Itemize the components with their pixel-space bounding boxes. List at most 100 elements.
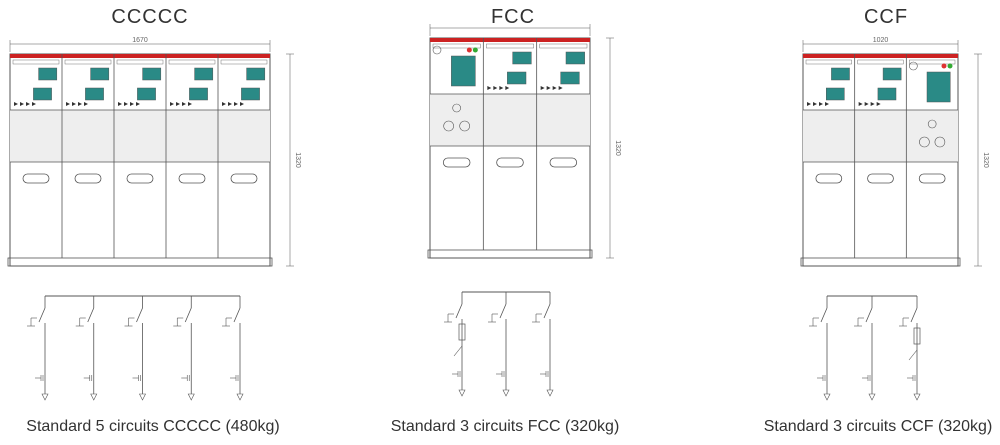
label-strip <box>64 59 112 65</box>
arrow-indicator <box>546 86 551 90</box>
door-handle <box>74 173 102 184</box>
cable-terminal-icon <box>458 389 466 397</box>
switch-indicator-upper <box>142 67 162 81</box>
fuse-window-icon <box>934 136 946 148</box>
top-red-bar <box>10 54 270 58</box>
module-c-1 <box>12 59 60 184</box>
width-dimension-label: 1670 <box>132 37 148 44</box>
arrow-indicator <box>32 102 36 106</box>
title-fcc: FCC <box>490 6 536 28</box>
middle-compartment <box>803 110 958 162</box>
fuse-window-icon <box>443 120 454 132</box>
module-f-1 <box>432 43 481 168</box>
schematic-ccf <box>809 295 921 401</box>
middle-compartment <box>430 94 590 146</box>
arrow-indicator <box>72 102 76 106</box>
feeder-c-1 <box>809 296 831 401</box>
arrow-indicator <box>540 86 545 90</box>
arrow-indicator <box>66 102 70 106</box>
label-strip <box>220 59 268 65</box>
door-handle <box>230 173 258 184</box>
cable-terminal-icon <box>41 393 49 401</box>
arrow-indicator <box>124 102 128 106</box>
caption-ccccc: Standard 5 circuits CCCCC (480kg) <box>26 418 280 435</box>
feeder-c-4 <box>173 296 195 401</box>
switch-indicator-upper <box>194 67 214 81</box>
module-c-5 <box>217 54 268 258</box>
switch-indicator-lower <box>85 87 104 101</box>
arrow-indicator <box>136 102 140 106</box>
height-dimension-label: 1320 <box>614 140 621 156</box>
feeder-f-3 <box>899 296 921 401</box>
label-strip <box>12 59 60 65</box>
arrow-indicator <box>222 102 226 106</box>
door-handle <box>178 173 206 184</box>
door-handle <box>867 173 894 184</box>
feeder-c-2 <box>488 292 510 397</box>
door-handle <box>126 173 154 184</box>
arrow-indicator <box>807 102 811 106</box>
module-c-3 <box>536 38 588 250</box>
label-strip <box>805 59 852 65</box>
label-strip <box>909 59 956 65</box>
arrow-indicator <box>78 102 82 106</box>
fuse-window-icon <box>919 136 930 148</box>
cable-terminal-icon <box>868 393 876 401</box>
switch-indicator-lower <box>560 71 580 85</box>
cable-terminal-icon <box>823 393 831 401</box>
switch-indicator-lower <box>507 71 527 85</box>
module-f-3 <box>905 54 956 258</box>
module-c-2 <box>482 38 534 250</box>
middle-compartment <box>10 110 270 162</box>
feeder-c-5 <box>222 296 244 401</box>
arrow-indicator <box>130 102 134 106</box>
fuse-indicator <box>451 55 476 87</box>
feeder-c-1 <box>27 296 49 401</box>
top-red-bar <box>803 54 958 58</box>
door-handle <box>496 157 524 168</box>
door-handle <box>549 157 578 168</box>
module-c-2 <box>61 54 112 258</box>
label-strip <box>539 43 588 49</box>
switch-indicator-lower <box>241 87 260 101</box>
arrow-indicator <box>240 102 244 106</box>
module-c-1 <box>805 59 852 184</box>
arrow-indicator <box>499 86 504 90</box>
switch-indicator-upper <box>831 67 850 81</box>
switch-indicator-lower <box>137 87 156 101</box>
arrow-indicator <box>84 102 88 106</box>
width-dimension-label: 1020 <box>873 37 889 44</box>
feeder-f-1 <box>444 292 466 397</box>
gauge-icon <box>909 61 918 71</box>
cable-terminal-icon <box>187 393 195 401</box>
base-frame <box>7 257 273 267</box>
switch-indicator-upper <box>565 51 585 65</box>
switchgear-fcc: 1320 <box>427 24 621 259</box>
schematic-fcc <box>444 291 554 397</box>
feeder-c-2 <box>854 296 876 401</box>
fuse-symbol <box>458 323 466 341</box>
door-handle <box>918 173 946 184</box>
lamp-red-icon <box>466 47 472 53</box>
switch-indicator-lower <box>33 87 52 101</box>
arrow-indicator <box>188 102 192 106</box>
label-strip <box>116 59 164 65</box>
switch-indicator-upper <box>512 51 532 65</box>
arrow-indicator <box>20 102 24 106</box>
switch-indicator-upper <box>90 67 110 81</box>
fuse-indicator <box>926 71 951 103</box>
cable-terminal-icon <box>913 393 921 401</box>
feeder-c-2 <box>75 296 98 401</box>
arrow-indicator <box>176 102 180 106</box>
title-ccccc: CCCCC <box>111 6 189 28</box>
switch-indicator-lower <box>877 87 897 101</box>
fuse-symbol <box>913 327 921 345</box>
arrow-indicator <box>819 102 823 106</box>
arrow-indicator <box>552 86 557 90</box>
cable-terminal-icon <box>90 393 98 401</box>
switch-indicator-lower <box>826 87 845 101</box>
switch-indicator-upper <box>882 67 902 81</box>
feeder-c-3 <box>532 292 554 397</box>
